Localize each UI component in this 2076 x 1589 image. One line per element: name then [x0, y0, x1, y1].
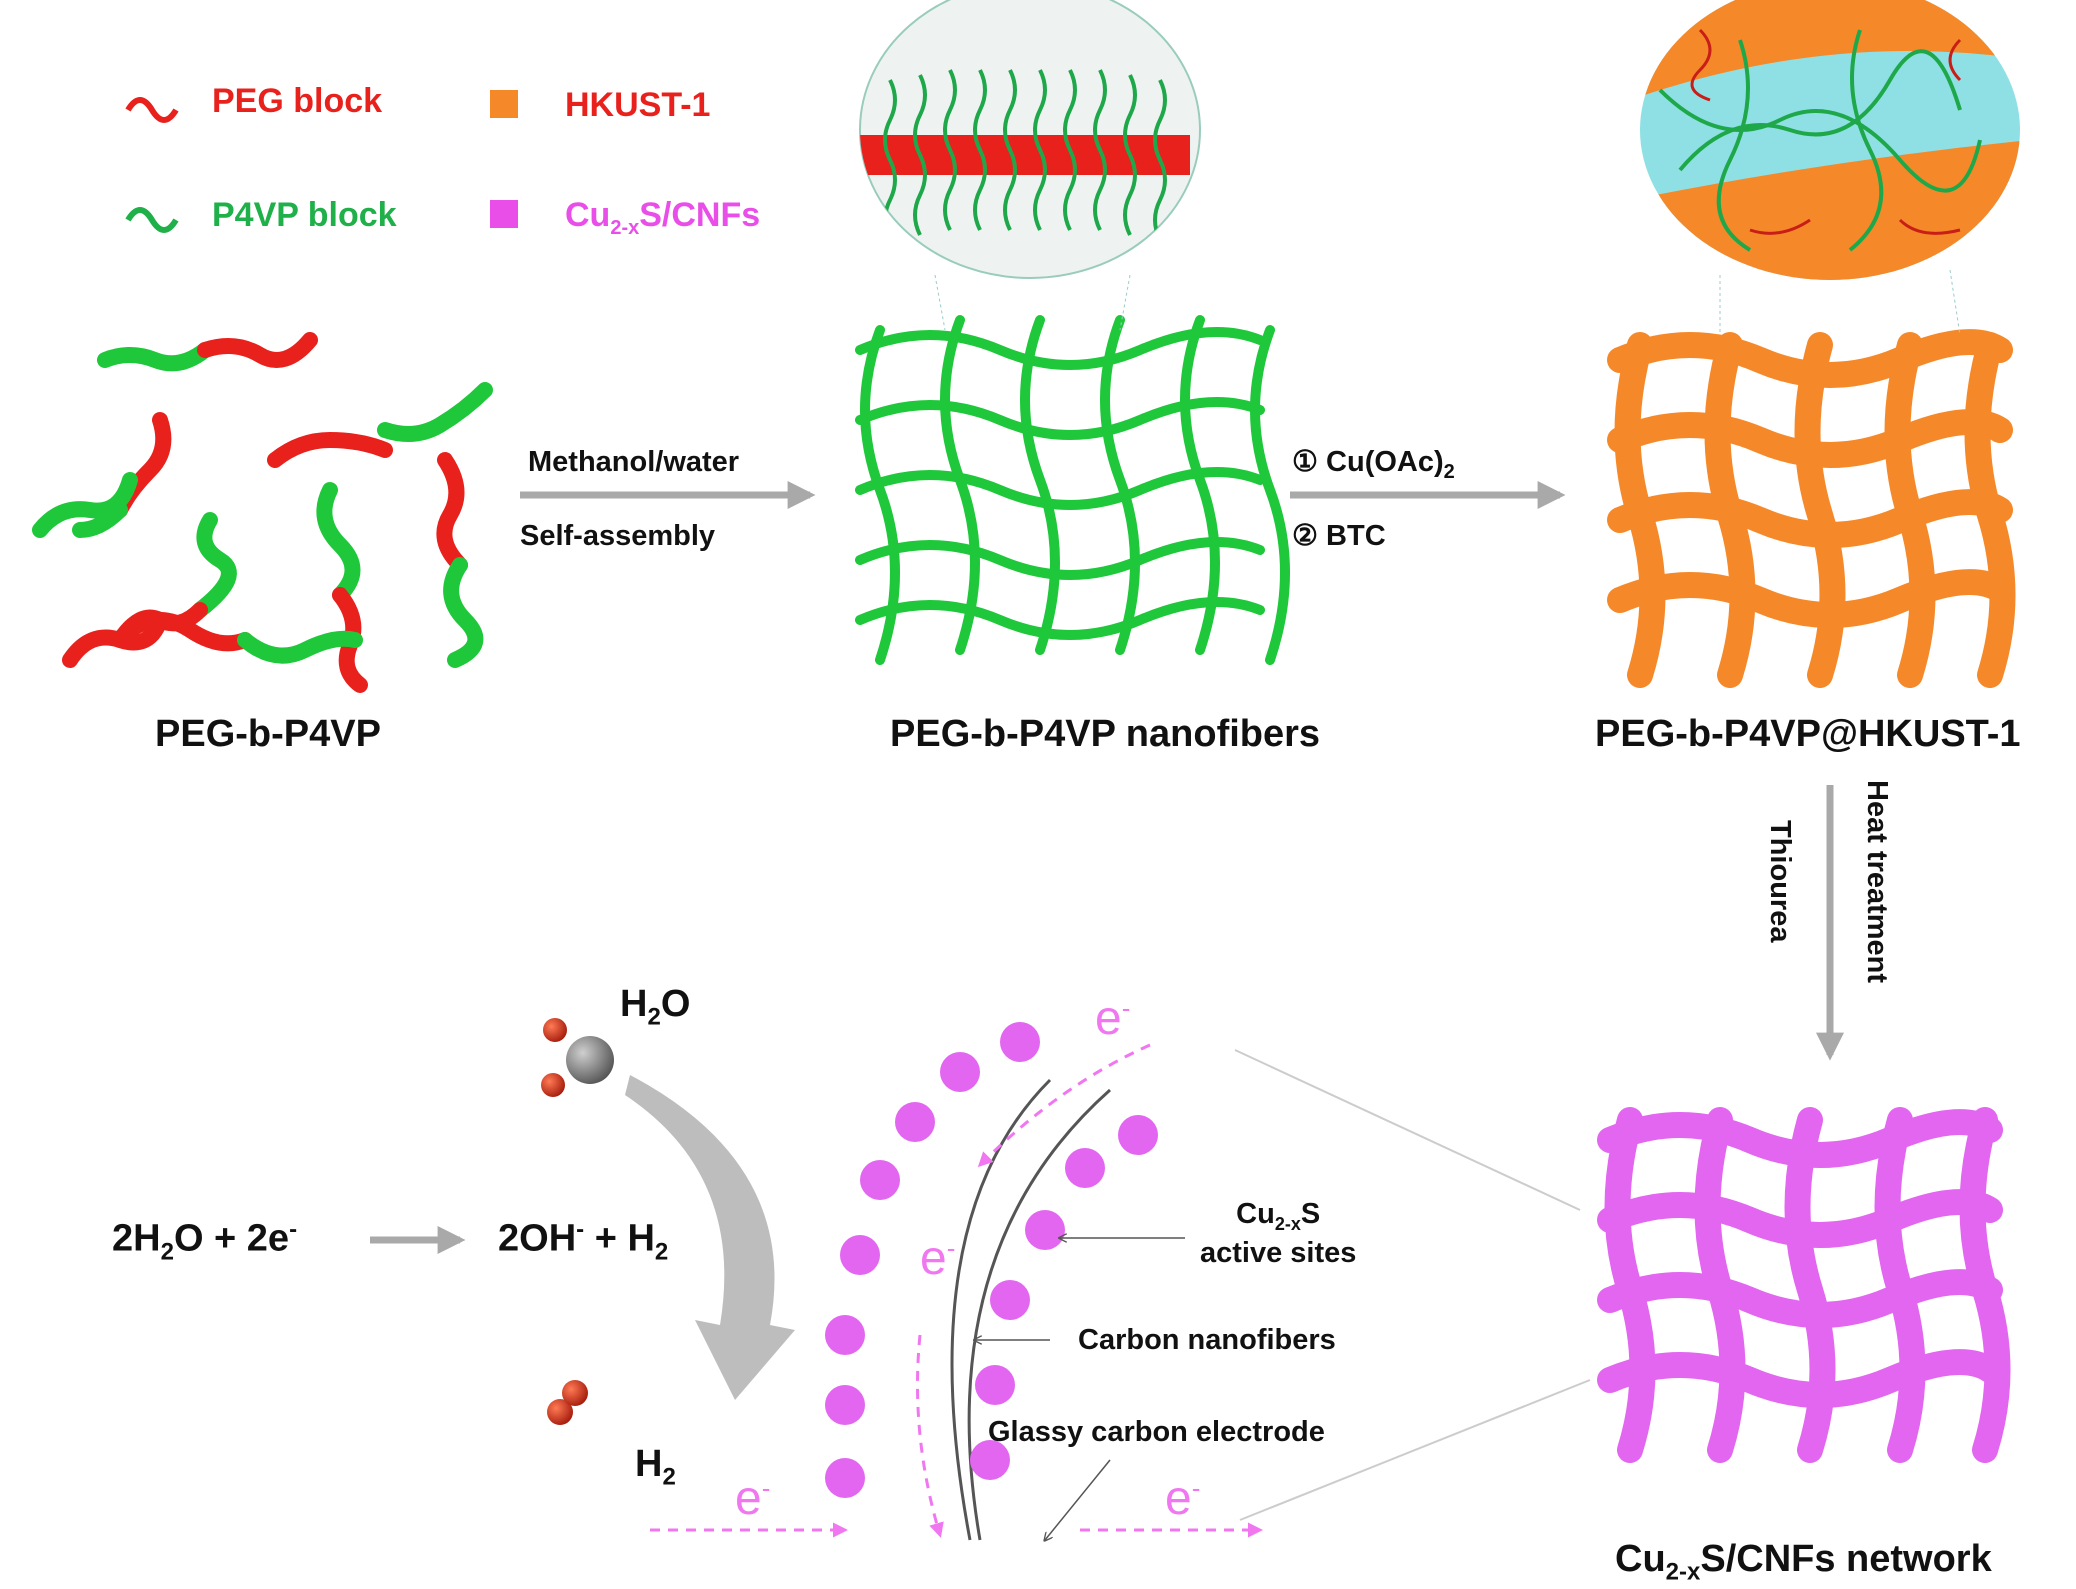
- step3-left-label: Thiourea: [1764, 820, 1796, 943]
- reaction-lhs: 2H2O + 2e-: [112, 1216, 298, 1266]
- stage-nanofibers-label: PEG-b-P4VP nanofibers: [890, 713, 1321, 755]
- glassy-carbon-label: Glassy carbon electrode: [988, 1416, 1325, 1448]
- electron-label-4: e-: [1165, 1472, 1201, 1525]
- electron-label-1: e-: [1095, 992, 1131, 1045]
- electron-label-3: e-: [735, 1472, 771, 1525]
- her-curved-arrow: [625, 1075, 795, 1400]
- hydrogen-molecule-icon: [547, 1380, 588, 1425]
- stage-polymer-label: PEG-b-P4VP: [155, 713, 381, 755]
- step1-bottom-label: Self-assembly: [520, 520, 716, 552]
- step3-right-label: Heat treatment: [1861, 780, 1893, 984]
- glassy-pointer: [1045, 1459, 1111, 1540]
- polymer-chains: [32, 332, 493, 693]
- carbon-nanofibers-label: Carbon nanofibers: [1078, 1324, 1336, 1356]
- reaction-rhs: 2OH- + H2: [498, 1216, 669, 1266]
- active-sites-label: Cu2-xS active sites: [1200, 1198, 1357, 1269]
- hkust-legend-swatch: [490, 90, 518, 118]
- cu2xs-active-site-dots: [825, 1022, 1158, 1498]
- nanofiber-mesh: [855, 315, 1290, 665]
- step2-bottom-label: ② BTC: [1292, 520, 1386, 552]
- electron-flow-arrow-2: [916, 1334, 944, 1538]
- electron-flow-arrow-1: [977, 1043, 1151, 1168]
- stage-hkust-label: PEG-b-P4VP@HKUST-1: [1595, 713, 2021, 755]
- step2-top-label: ① Cu(OAc)2: [1292, 446, 1455, 483]
- legend-hkust-label: HKUST-1: [565, 86, 711, 124]
- water-molecule-icon: [541, 1018, 614, 1097]
- legend-peg-label: PEG block: [212, 82, 383, 120]
- h2o-label: H2O: [620, 983, 691, 1031]
- peg-legend-icon: [125, 97, 179, 123]
- legend-p4vp-label: P4VP block: [212, 196, 397, 234]
- cnfs-legend-swatch: [490, 200, 518, 228]
- stage-network-label: Cu2-xS/CNFs network: [1615, 1538, 1992, 1586]
- electron-label-2: e-: [920, 1232, 956, 1285]
- glassy-carbon-electrode-line: [950, 1078, 1052, 1541]
- p4vp-legend-icon: [125, 207, 179, 233]
- h2-label: H2: [635, 1443, 676, 1491]
- legend-cnfs-label: Cu2-xS/CNFs: [565, 196, 761, 239]
- step1-top-label: Methanol/water: [528, 446, 740, 478]
- cnfs-mesh: [1597, 1107, 2011, 1463]
- hkust-mesh: [1607, 329, 2016, 688]
